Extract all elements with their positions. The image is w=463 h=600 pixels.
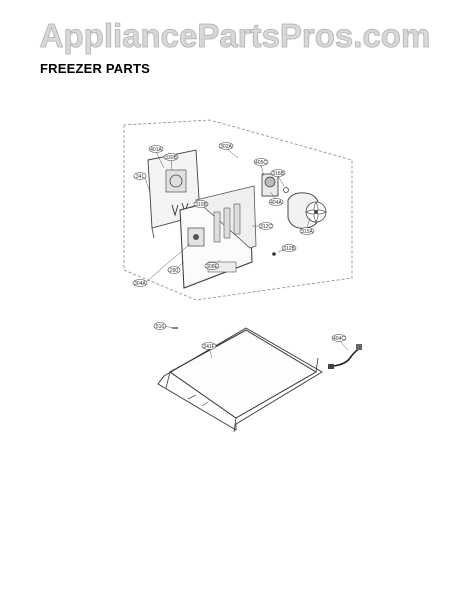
callout-330b: 330B xyxy=(163,153,179,161)
callout-401a: 401A xyxy=(148,145,164,153)
harness-wire xyxy=(333,347,361,367)
callout-404a-label: 404A xyxy=(270,200,282,206)
callout-315a-ellipse xyxy=(299,227,315,235)
callout-315b-ellipse xyxy=(270,169,286,177)
callout-516-ellipse xyxy=(153,322,167,330)
shelf-glass xyxy=(169,329,317,419)
callout-308e-label: 308E xyxy=(206,264,218,270)
callout-312c-label: 312C xyxy=(260,224,272,230)
callout-405c-label: 405C xyxy=(255,160,267,166)
callout-308e: 308E xyxy=(204,262,220,270)
callout-330b-label: 330B xyxy=(165,155,177,161)
grille-slot-2 xyxy=(223,207,231,239)
callout-315a-label: 315A xyxy=(301,229,313,235)
callout-310b-label: 310B xyxy=(195,202,207,208)
callout-312b-label: 312B xyxy=(283,246,295,252)
callout-304a: 304A xyxy=(132,279,148,287)
callout-404c-ellipse xyxy=(331,334,347,342)
callout-341f: 341F xyxy=(201,342,217,350)
callout-312c-ellipse xyxy=(258,222,274,230)
callout-405c: 405C xyxy=(253,158,269,166)
fan-motor xyxy=(264,176,276,188)
grille-slot-3 xyxy=(233,203,241,235)
callout-312b-ellipse xyxy=(281,244,297,252)
callout-310b: 310B xyxy=(193,200,209,208)
wire-harness-group xyxy=(328,344,362,369)
callout-341f-label: 341F xyxy=(203,344,214,350)
callout-516: 516 xyxy=(153,322,167,330)
callout-341-ellipse xyxy=(133,172,147,180)
watermark-text: AppliancePartsPros.com xyxy=(40,17,431,54)
callout-312c: 312C xyxy=(258,222,274,230)
screw xyxy=(272,252,276,256)
callout-302a-ellipse xyxy=(218,142,234,150)
callout-290-label: 290 xyxy=(170,268,179,274)
callout-310b-ellipse xyxy=(193,200,209,208)
assembly-bracket xyxy=(123,119,353,301)
callout-315a: 315A xyxy=(299,227,315,235)
callout-302a-label: 302A xyxy=(220,144,232,150)
callout-330b-ellipse xyxy=(163,153,179,161)
grille-slot-1 xyxy=(213,211,221,243)
appliancepartspros-watermark: AppliancePartsPros.com xyxy=(39,17,431,55)
shelf-frame xyxy=(157,327,323,431)
cover-opening xyxy=(165,169,187,193)
callout-341f-ellipse xyxy=(201,342,217,350)
callout-302a: 302A xyxy=(218,142,234,150)
callout-304a-label: 304A xyxy=(134,281,146,287)
fan-motor-group xyxy=(261,173,327,229)
callout-401a-ellipse xyxy=(148,145,164,153)
freezer-shelf-group xyxy=(157,327,323,433)
callout-404a: 404A xyxy=(268,198,284,206)
harness-connector xyxy=(328,364,334,369)
callout-341: 341 xyxy=(133,172,147,180)
callout-290: 290 xyxy=(167,266,181,274)
callout-404c: 404C xyxy=(331,334,347,342)
callout-290-ellipse xyxy=(167,266,181,274)
callout-341-label: 341 xyxy=(136,174,145,180)
callout-315b-label: 315B xyxy=(272,171,284,177)
callout-404c-label: 404C xyxy=(333,336,345,342)
callout-516-label: 516 xyxy=(156,324,165,330)
cover-fan-ring xyxy=(169,174,183,188)
callout-315b: 315B xyxy=(270,169,286,177)
callout-304a-ellipse xyxy=(132,279,148,287)
callout-401a-label: 401A xyxy=(150,147,162,153)
callout-308e-ellipse xyxy=(204,262,220,270)
callout-312b: 312B xyxy=(281,244,297,252)
callout-405c-ellipse xyxy=(253,158,269,166)
callout-404a-ellipse xyxy=(268,198,284,206)
front-grille-panel-group xyxy=(179,185,257,289)
page-title: FREEZER PARTS xyxy=(40,61,150,76)
